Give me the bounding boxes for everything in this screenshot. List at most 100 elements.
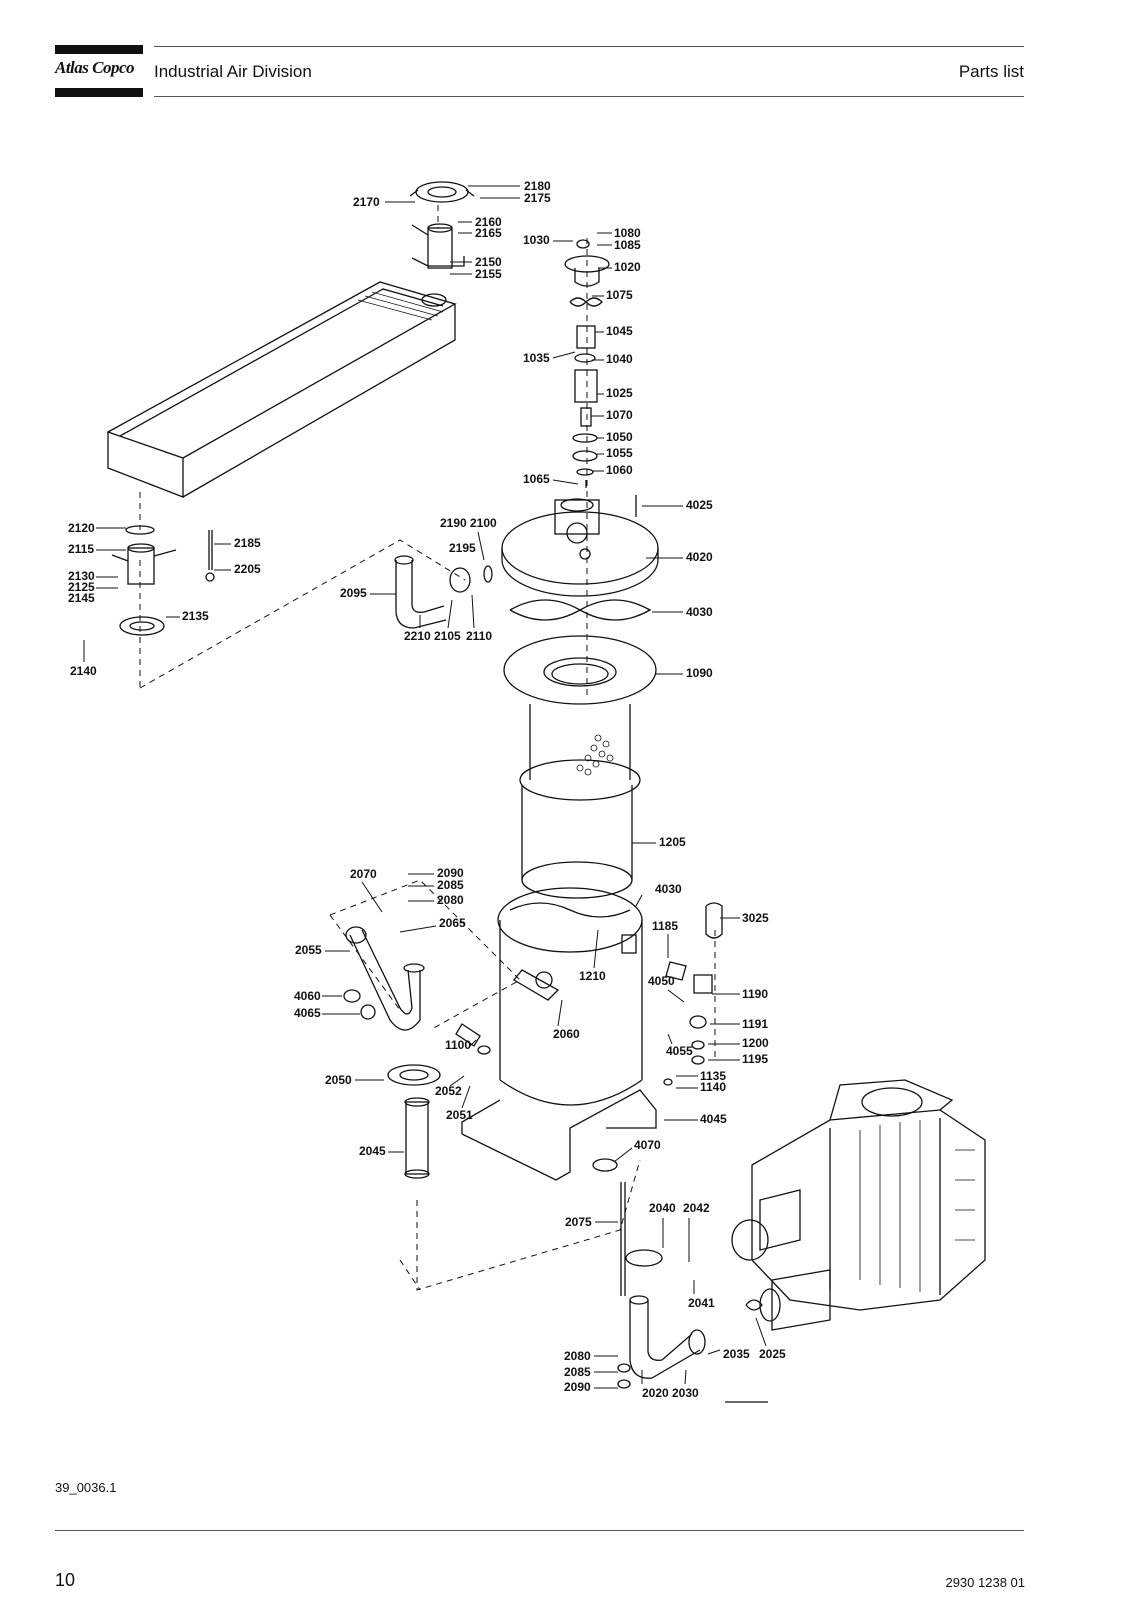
part-number-label: 2085 (564, 1365, 591, 1379)
leader-line (399, 925, 437, 933)
logo-top-bar (55, 45, 143, 54)
leader-line (613, 1147, 633, 1163)
part-number-label: 4030 (686, 605, 713, 619)
part-number-label: 2195 (449, 541, 476, 555)
header-bottom-rule (154, 96, 1024, 97)
leader-line (552, 351, 576, 359)
leader-line (449, 1075, 465, 1087)
part-number-label: 1185 (652, 919, 678, 933)
part-number-label: 1045 (606, 324, 633, 338)
part-number-label: 2110 (466, 629, 492, 643)
leader-line (461, 1085, 471, 1109)
part-number-label: 1190 (742, 987, 768, 1001)
part-number-label: 1080 (614, 226, 641, 240)
part-number-label: 2080 (437, 893, 464, 907)
division-title: Industrial Air Division (154, 62, 312, 81)
part-number-label: 4050 (648, 974, 675, 988)
part-number-label: 2185 (234, 536, 261, 550)
part-number-label: 1050 (606, 430, 633, 444)
part-number-label: 1090 (686, 666, 713, 680)
document-number: 2930 1238 01 (945, 1575, 1025, 1590)
part-number-label: 2160 (475, 215, 502, 229)
part-number-label: 2145 (68, 591, 95, 605)
part-number-label: 2130 (68, 569, 95, 583)
atlas-copco-logo: Atlas Copco (55, 58, 135, 77)
part-number-label: 2025 (759, 1347, 786, 1361)
page-number: 10 (55, 1570, 76, 1590)
leader-line (477, 531, 485, 561)
part-number-label: 2052 (435, 1084, 462, 1098)
part-number-label: 4060 (294, 989, 321, 1003)
part-number-label: 2205 (234, 562, 261, 576)
part-number-label: 2210 (404, 629, 431, 643)
part-number-labels: 2180217521702160216521502155108010851030… (68, 179, 786, 1400)
part-number-label: 1065 (523, 472, 550, 486)
part-number-label: 2055 (295, 943, 322, 957)
part-number-label: 1140 (700, 1080, 726, 1094)
part-number-label: 1040 (606, 352, 633, 366)
leader-line (447, 599, 453, 629)
part-number-label: 1055 (606, 446, 633, 460)
part-number-label: 2165 (475, 226, 502, 240)
part-number-label: 2051 (446, 1108, 473, 1122)
part-number-label: 4025 (686, 498, 713, 512)
part-number-label: 2170 (353, 195, 380, 209)
part-number-label: 1070 (606, 408, 633, 422)
part-number-label: 2180 (524, 179, 551, 193)
leader-line (755, 1317, 767, 1347)
leader-line (635, 894, 643, 907)
part-number-label: 1075 (606, 288, 633, 302)
part-number-label: 1191 (742, 1017, 768, 1031)
part-number-label: 4070 (634, 1138, 661, 1152)
part-number-label: 1030 (523, 233, 550, 247)
part-number-label: 2050 (325, 1073, 352, 1087)
part-number-label: 3025 (742, 911, 769, 925)
part-number-label: 2115 (68, 542, 94, 556)
part-number-label: 2070 (350, 867, 377, 881)
part-number-label: 2175 (524, 191, 551, 205)
leader-line (361, 881, 383, 913)
part-number-label: 2100 (470, 516, 497, 530)
part-number-label: 1025 (606, 386, 633, 400)
leader-line (469, 1039, 477, 1047)
leader-line (707, 1349, 721, 1355)
part-number-label: 2040 (649, 1201, 676, 1215)
part-number-label: 2065 (439, 916, 466, 930)
part-number-label: 2080 (564, 1349, 591, 1363)
part-number-label: 2020 (642, 1386, 669, 1400)
part-number-label: 2030 (672, 1386, 699, 1400)
part-number-label: 2075 (565, 1215, 592, 1229)
part-number-label: 2090 (564, 1380, 591, 1394)
part-number-label: 2041 (688, 1296, 715, 1310)
leader-line (684, 1369, 687, 1385)
leader-line (471, 594, 475, 629)
part-number-label: 2150 (475, 255, 502, 269)
part-number-label: 4030 (655, 882, 682, 896)
part-number-label: 2045 (359, 1144, 386, 1158)
part-number-label: 1135 (700, 1069, 726, 1083)
part-number-label: 2060 (553, 1027, 580, 1041)
part-number-label: 1210 (579, 969, 606, 983)
part-number-label: 2140 (70, 664, 97, 678)
part-number-label: 4045 (700, 1112, 727, 1126)
part-number-label: 4065 (294, 1006, 321, 1020)
part-number-label: 2105 (434, 629, 461, 643)
part-number-label: 2090 (437, 866, 464, 880)
part-number-label: 1060 (606, 463, 633, 477)
part-number-label: 1100 (445, 1038, 471, 1052)
part-number-label: 2155 (475, 267, 502, 281)
header-top-rule (154, 46, 1024, 47)
leader-line (552, 479, 579, 485)
leader-line (667, 1033, 673, 1045)
part-number-label: 1035 (523, 351, 550, 365)
drawing-reference: 39_0036.1 (55, 1480, 117, 1495)
part-number-label: 4020 (686, 550, 713, 564)
part-number-label: 2190 (440, 516, 467, 530)
leader-line (667, 989, 685, 1003)
part-number-label: 2135 (182, 609, 209, 623)
part-number-label: 4055 (666, 1044, 693, 1058)
part-number-label: 1205 (659, 835, 686, 849)
part-number-label: 1195 (742, 1052, 768, 1066)
footer-rule (55, 1530, 1024, 1531)
